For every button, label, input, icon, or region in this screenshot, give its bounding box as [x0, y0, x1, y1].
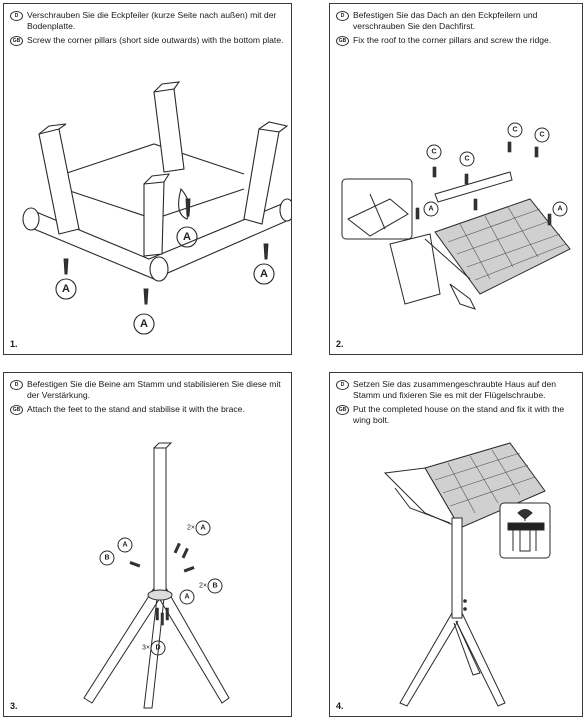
- svg-text:B: B: [104, 555, 109, 562]
- callout-c: C: [459, 151, 475, 167]
- svg-text:A: A: [184, 594, 189, 601]
- quantity-label: 2×: [187, 525, 195, 532]
- step-3-illustration: A B 2× A 2× B A 3× D: [83, 442, 230, 709]
- svg-text:C: C: [464, 156, 469, 163]
- svg-text:A: A: [140, 318, 148, 330]
- svg-text:A: A: [183, 231, 191, 243]
- step-2-illustration: C C C C A A A A: [341, 122, 571, 310]
- callout-c: C: [507, 122, 523, 138]
- callout-a: A: [552, 201, 568, 217]
- quantity-label: 2×: [199, 583, 207, 590]
- svg-text:A: A: [200, 525, 205, 532]
- callout-c: C: [426, 144, 442, 160]
- step-number: 3.: [10, 701, 18, 711]
- callout-a: A: [133, 313, 155, 335]
- german-flag-icon: D: [10, 11, 23, 21]
- callout-a: A: [117, 537, 133, 553]
- svg-text:C: C: [512, 127, 517, 134]
- uk-flag-icon: GB: [336, 36, 349, 46]
- step-number: 2.: [336, 339, 344, 349]
- svg-text:B: B: [212, 583, 217, 590]
- callout-c: C: [534, 127, 550, 143]
- german-flag-icon: D: [336, 11, 349, 21]
- callout-a: A: [179, 589, 195, 605]
- step-1-illustration: A A A A: [22, 81, 291, 335]
- callout-a: A: [176, 226, 198, 248]
- svg-text:C: C: [431, 149, 436, 156]
- step-4-illustration: [383, 442, 551, 707]
- german-flag-icon: D: [10, 380, 23, 390]
- uk-flag-icon: GB: [10, 405, 23, 415]
- callout-d: D: [150, 640, 166, 656]
- uk-flag-icon: GB: [10, 36, 23, 46]
- german-flag-icon: D: [336, 380, 349, 390]
- callout-a: A: [253, 263, 275, 285]
- svg-text:A: A: [260, 268, 268, 280]
- uk-flag-icon: GB: [336, 405, 349, 415]
- callout-a: A: [423, 201, 439, 217]
- svg-text:A: A: [62, 283, 70, 295]
- quantity-label: 3×: [142, 645, 150, 652]
- callout-a: A: [195, 520, 211, 536]
- svg-text:C: C: [539, 132, 544, 139]
- svg-text:A: A: [557, 206, 562, 213]
- svg-text:A: A: [428, 206, 433, 213]
- svg-text:D: D: [155, 645, 160, 652]
- callout-a: A: [55, 278, 77, 300]
- callout-b: B: [207, 578, 223, 594]
- wing-bolt-icon: [499, 502, 551, 559]
- svg-text:A: A: [122, 542, 127, 549]
- step-number: 1.: [10, 339, 18, 349]
- callout-b: B: [99, 550, 115, 566]
- step-number: 4.: [336, 701, 344, 711]
